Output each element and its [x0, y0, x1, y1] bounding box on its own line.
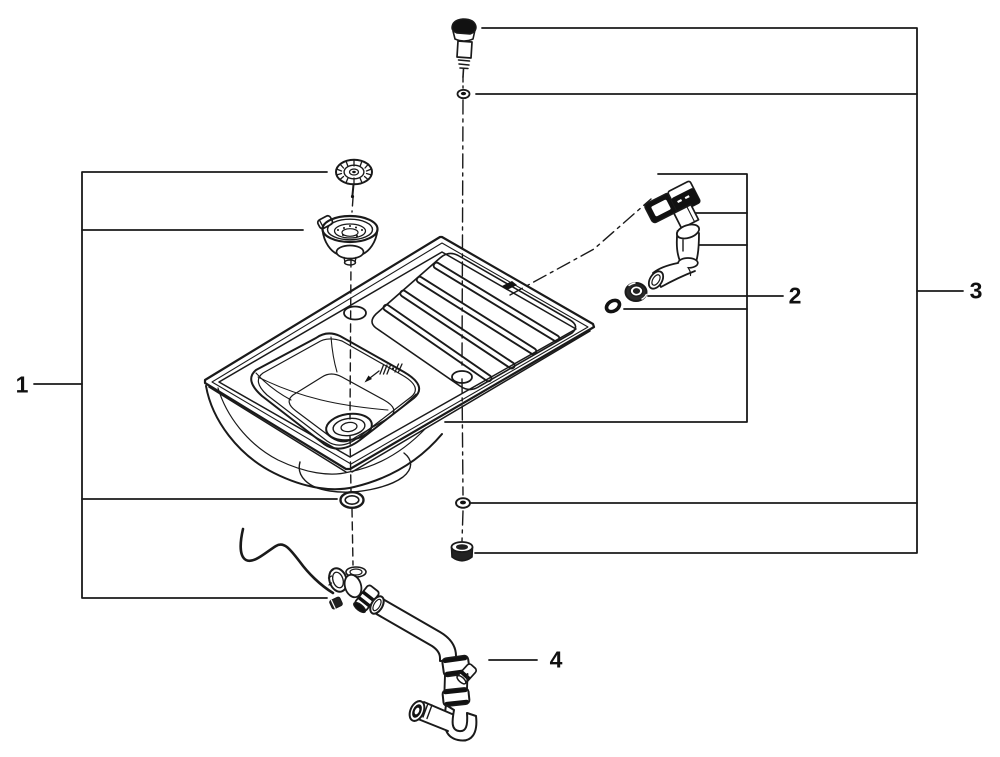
- strainer-plug: [335, 158, 373, 199]
- callout-bracket-3: [470, 27, 964, 554]
- sink-body: [203, 235, 596, 493]
- mounting-screw: [451, 18, 477, 78]
- brand-logo-chip: [502, 281, 517, 290]
- small-washer-top: [456, 88, 471, 100]
- grommet-nut: [624, 282, 648, 302]
- callout-label-2: 2: [788, 282, 802, 309]
- callout-label-3: 3: [969, 277, 983, 304]
- bowl-seal-ring: [339, 491, 365, 510]
- callout-bracket-2: [444, 173, 784, 423]
- callout-label-1: 1: [15, 371, 29, 398]
- overflow-assembly: [604, 180, 701, 314]
- assembly-axis-lines: [349, 76, 652, 566]
- overflow-body: [675, 223, 701, 269]
- mounting-nut: [450, 541, 474, 562]
- drainboard-hole: [451, 370, 473, 384]
- position-arrow: [364, 370, 380, 383]
- small-washer-bottom: [455, 497, 471, 509]
- callout-bracket-1: [33, 171, 338, 599]
- drainboard-grooves: [382, 261, 561, 383]
- drain-valve-with-rod: [239, 527, 380, 614]
- callout-label-4: 4: [549, 646, 563, 673]
- overflow-elbow: [647, 262, 696, 290]
- basket-strainer: [316, 214, 379, 266]
- tap-hole: [343, 305, 367, 321]
- siphon-trap: [369, 595, 478, 742]
- engraving-mark: [379, 363, 403, 375]
- overflow-o-ring: [604, 298, 622, 314]
- overflow-gasket-frame: [644, 192, 678, 224]
